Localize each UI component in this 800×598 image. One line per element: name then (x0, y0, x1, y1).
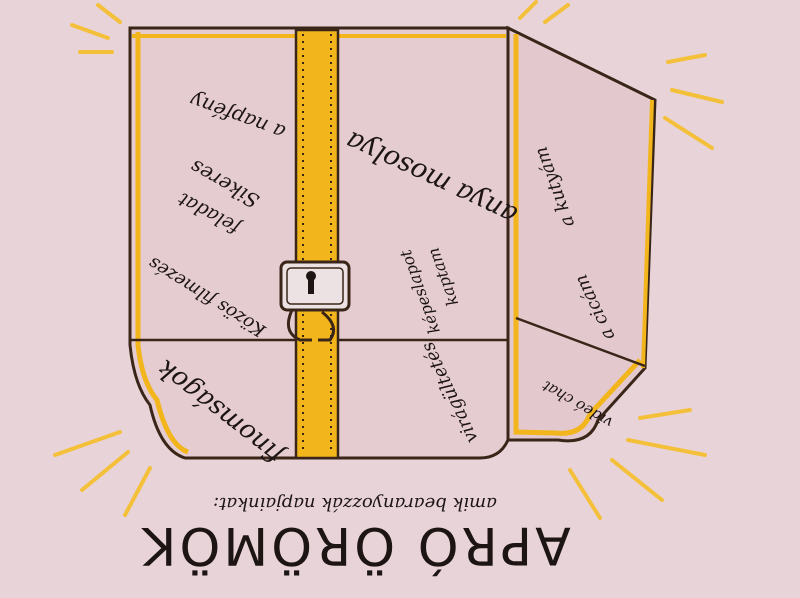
box-side-lid-line (515, 316, 646, 368)
ray (663, 116, 714, 150)
ray (610, 458, 664, 502)
lock-ring-left (286, 309, 312, 342)
box-side-trim (513, 34, 642, 436)
ray (670, 88, 724, 104)
ray (518, 0, 538, 20)
ray (70, 23, 110, 40)
box-side-edge (641, 99, 654, 369)
ray (638, 408, 692, 420)
box-left-trim (135, 32, 190, 455)
ray (568, 468, 602, 520)
lock-plate-inner (286, 267, 344, 305)
ray (543, 3, 570, 24)
box-strap (294, 28, 340, 460)
sun-rays (53, 0, 724, 520)
lock-ring-right (318, 310, 336, 342)
box-side-panel (506, 25, 657, 443)
lock-icon (279, 260, 351, 342)
ray (626, 438, 707, 457)
lock-plate (279, 260, 351, 312)
keyhole-slot (308, 276, 314, 294)
page-title: APRÓ ÖRÖMÖK (139, 515, 570, 577)
ray (80, 450, 130, 492)
ray (96, 3, 122, 24)
ray (123, 466, 152, 517)
subtitle: amik bearanyozzák napjainkat: (213, 493, 497, 514)
ray (666, 53, 707, 64)
ray (53, 430, 122, 457)
